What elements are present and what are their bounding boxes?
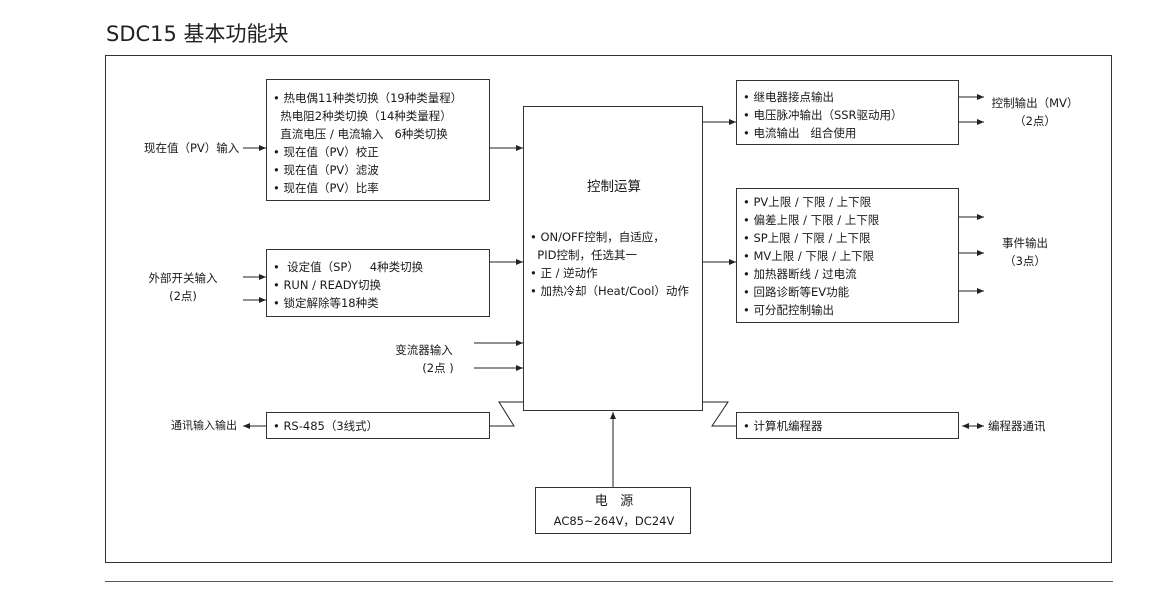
ev-line-1: • PV上限 / 下限 / 上下限 [743,195,872,209]
event-output-label: 事件输出 （3点） [995,234,1055,270]
ext-switch-label-1: 外部开关输入 [148,271,218,285]
ev-line-7: • 可分配控制输出 [743,303,834,317]
pc-line-1: • 计算机编程器 [743,419,823,433]
mv-output-label-2: （2点） [1014,114,1056,128]
ctrl-line-1: • ON/OFF控制，自适应， [530,230,665,244]
control-title: 控制运算 [587,179,641,195]
pv-line-2: 热电阻2种类切换（14种类量程） [273,109,452,123]
pv-line-1: • 热电偶11种类切换（19种类量程） [273,91,463,105]
comm-label: 通讯输入输出 [171,419,237,432]
ct-input-label: 变流器输入 (2点 ) [384,341,464,377]
event-output-box: • PV上限 / 下限 / 上下限 • 偏差上限 / 下限 / 上下限 • SP… [736,188,959,323]
mv-line-1: • 继电器接点输出 [743,90,834,104]
ctrl-line-3: • 正 / 逆动作 [530,266,598,280]
ctrl-line-2: PID控制，任选其一 [530,248,637,262]
mv-line-2: • 电压脉冲输出（SSR驱动用） [743,108,903,122]
pc-link-zigzag [703,401,736,427]
ev-line-4: • MV上限 / 下限 / 上下限 [743,249,875,263]
sw-line-1: • 设定值（SP） 4种类切换 [273,260,424,274]
event-output-label-2: （3点） [1004,254,1046,268]
ext-switch-label-2: (2点) [169,289,197,303]
pv-input-box: • 热电偶11种类切换（19种类量程） 热电阻2种类切换（14种类量程） 直流电… [266,79,490,201]
pv-input-label: 现在值（PV）输入 [144,141,240,155]
event-output-label-1: 事件输出 [1002,236,1048,250]
ev-line-6: • 回路诊断等EV功能 [743,285,850,299]
diagram-frame [105,55,1112,563]
mv-line-3: • 电流输出 组合使用 [743,126,857,140]
ctrl-line-4: • 加热冷却（Heat/Cool）动作 [530,284,689,298]
power-spec: AC85~264V，DC24V [553,514,675,528]
ct-input-label-2: (2点 ) [422,361,454,375]
sw-line-2: • RUN / READY切换 [273,278,382,292]
ext-switch-label: 外部开关输入 (2点) [143,269,223,305]
pv-line-6: • 现在值（PV）比率 [273,181,379,195]
bottom-rule [105,581,1113,582]
mv-output-label-1: 控制输出（MV） [991,96,1079,110]
pv-line-5: • 现在值（PV）滤波 [273,163,379,177]
control-box: 控制运算 • ON/OFF控制，自适应， PID控制，任选其一 • 正 / 逆动… [523,106,703,411]
pc-programmer-box: • 计算机编程器 [736,412,959,439]
ct-input-label-1: 变流器输入 [395,343,453,357]
rs-line-1: • RS-485（3线式） [273,419,379,433]
pv-line-3: 直流电压 / 电流输入 6种类切换 [273,127,448,141]
mv-output-box: • 继电器接点输出 • 电压脉冲输出（SSR驱动用） • 电流输出 组合使用 [736,80,959,145]
ev-line-2: • 偏差上限 / 下限 / 上下限 [743,213,880,227]
switch-input-box: • 设定值（SP） 4种类切换 • RUN / READY切换 • 锁定解除等1… [266,249,490,317]
power-title: 电 源 [594,494,634,509]
ev-line-5: • 加热器断线 / 过电流 [743,267,857,281]
ev-line-3: • SP上限 / 下限 / 上下限 [743,231,871,245]
prog-comm-label: 编程器通讯 [988,419,1046,433]
mv-output-label: 控制输出（MV） （2点） [990,94,1080,130]
pv-line-4: • 现在值（PV）校正 [273,145,379,159]
sw-line-3: • 锁定解除等18种类 [273,296,379,310]
rs485-box: • RS-485（3线式） [266,412,490,439]
rs-link-zigzag [490,401,523,427]
power-box: 电 源 AC85~264V，DC24V [535,487,691,534]
page-title: SDC15 基本功能块 [106,22,289,46]
